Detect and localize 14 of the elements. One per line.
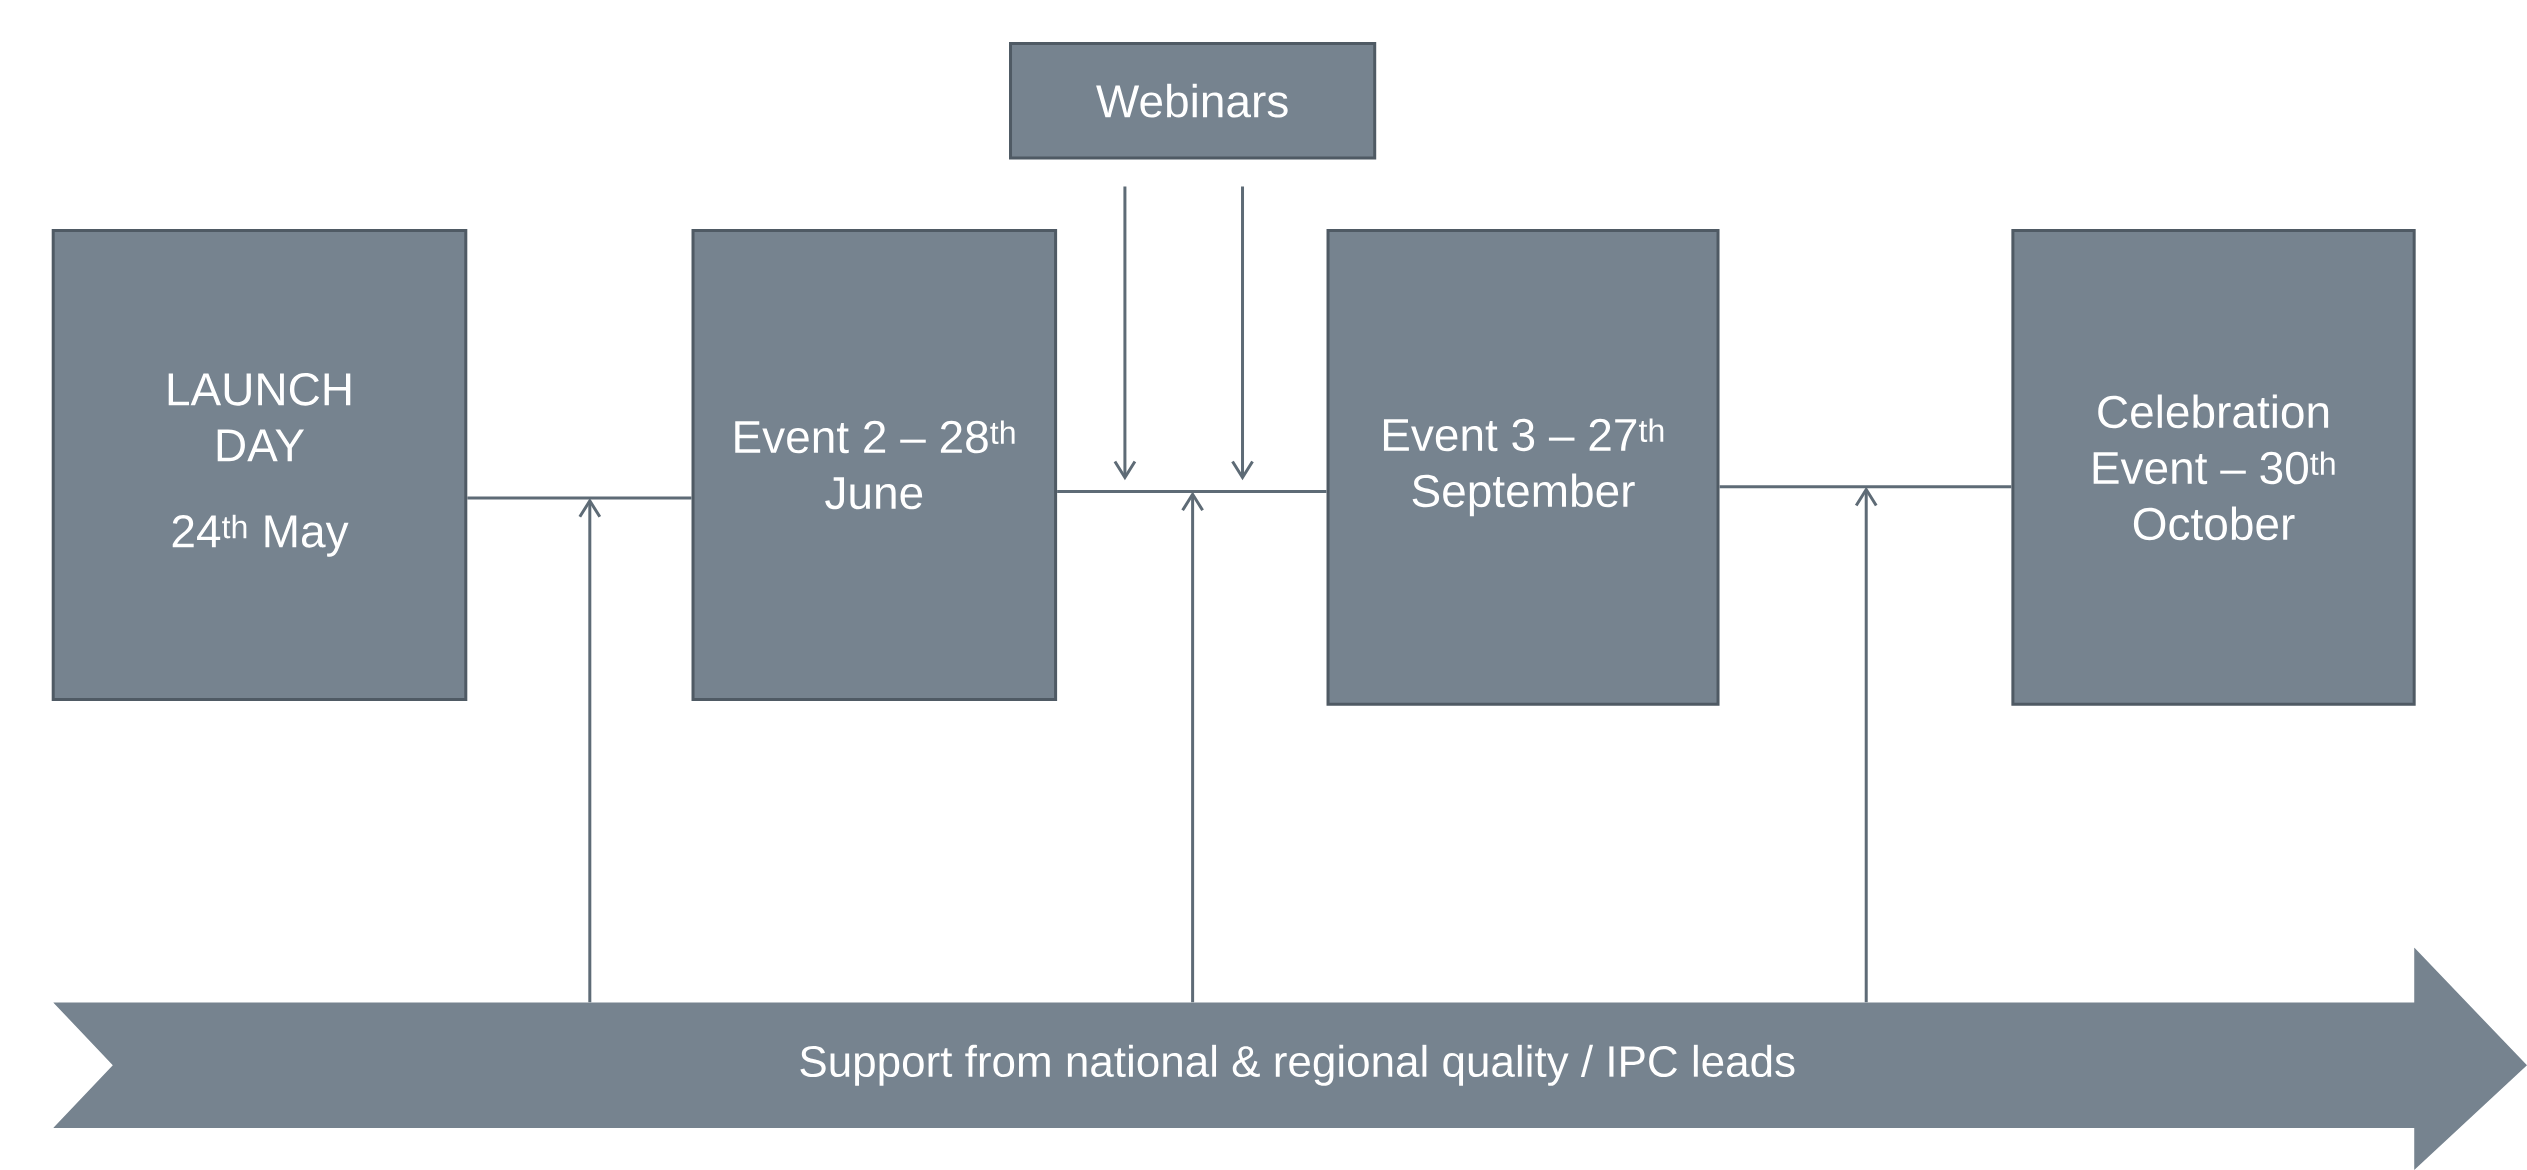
connector: [1057, 490, 1327, 493]
connector: [1854, 486, 1878, 1003]
connector: [1113, 186, 1137, 481]
connector: [578, 498, 602, 1003]
process-box: Event 3 – 27$^{th}$ September: [1326, 229, 1720, 706]
process-box: Webinars: [1009, 42, 1377, 160]
connector: [1181, 491, 1204, 1003]
connector: [1231, 186, 1254, 481]
arrow-band: Support from national & regional quality / IPC leads: [53, 947, 2527, 1170]
process-box: LAUNCH DAY 24$^{th}$ May: [51, 228, 468, 701]
connector: [467, 496, 692, 500]
connector: [1719, 485, 2012, 489]
process-box: Event 2 – 28$^{th}$ June: [691, 228, 1058, 701]
process-box: Celebration Event – 30$^{th}$ October: [2011, 229, 2416, 706]
